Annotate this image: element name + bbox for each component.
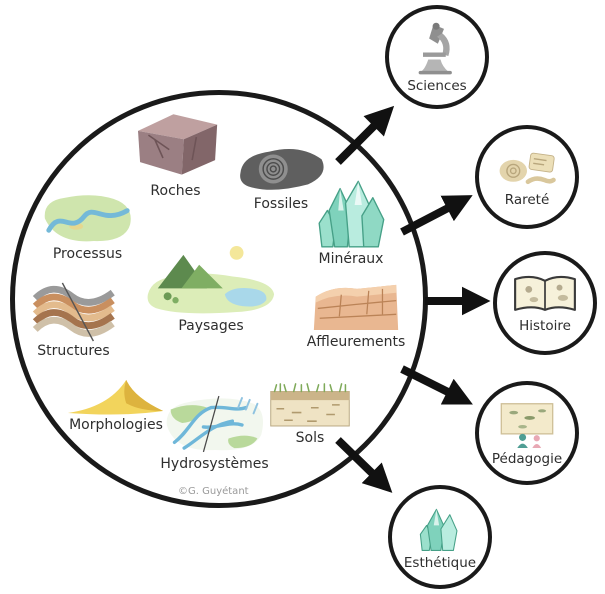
hub-item-label: Paysages	[178, 318, 244, 334]
open-book-icon	[514, 275, 576, 312]
hub-item-morphologies: Morphologies	[61, 372, 171, 433]
microscope-icon	[418, 22, 452, 74]
rock-outcrop-icon	[313, 284, 399, 331]
satellite-esthetique: Esthétique	[388, 485, 492, 589]
landscape-icon	[147, 246, 275, 314]
ammonite-fossil-icon	[240, 149, 324, 190]
hub-item-label: Hydrosystèmes	[160, 456, 269, 472]
hub-item-fossiles: Fossiles	[231, 140, 331, 212]
sand-dune-icon	[67, 379, 163, 415]
satellite-pedagogie: Pédagogie	[475, 381, 579, 485]
credit-text: ©G. Guyétant	[178, 486, 249, 497]
satellite-label: Esthétique	[403, 554, 477, 571]
hub-item-label: Affleurements	[306, 334, 406, 350]
soil-profile-icon	[270, 383, 350, 427]
hub-item-label: Structures	[37, 343, 110, 359]
teaching-icon	[500, 402, 554, 448]
hub-item-label: Morphologies	[69, 417, 163, 433]
satellite-label: Sciences	[407, 77, 467, 94]
satellite-label: Pédagogie	[491, 450, 563, 467]
hub-item-roches: Roches	[118, 108, 233, 199]
hub-item-label: Fossiles	[253, 196, 309, 212]
crystal-icon	[419, 508, 458, 551]
satellite-label: Rareté	[504, 191, 550, 208]
rare-fossils-icon	[499, 152, 556, 184]
hub-item-label: Minéraux	[318, 251, 384, 267]
satellite-sciences: Sciences	[385, 5, 489, 109]
hub-item-mineraux: Minéraux	[308, 179, 394, 267]
folded-strata-icon	[32, 282, 115, 342]
hub-item-paysages: Paysages	[142, 243, 280, 334]
satellite-histoire: Histoire	[493, 251, 597, 355]
hub-item-affleurements: Affleurements	[301, 277, 411, 350]
hub-item-processus: Processus	[35, 191, 140, 262]
hub-item-label: Processus	[52, 246, 123, 262]
crystal-cluster-icon	[318, 180, 385, 248]
hub-item-structures: Structures	[26, 281, 121, 359]
hub-item-label: Roches	[150, 183, 201, 199]
satellite-label: Histoire	[519, 318, 571, 335]
braided-streams-icon	[166, 395, 263, 453]
hub-item-sols: Sols	[264, 376, 356, 446]
satellite-rarete: Rareté	[475, 125, 579, 229]
river-meander-icon	[44, 195, 131, 242]
hub-item-hydrosystemes: Hydrosystèmes	[157, 392, 272, 472]
hub-item-label: Sols	[295, 430, 325, 446]
rock-cube-icon	[138, 114, 218, 175]
